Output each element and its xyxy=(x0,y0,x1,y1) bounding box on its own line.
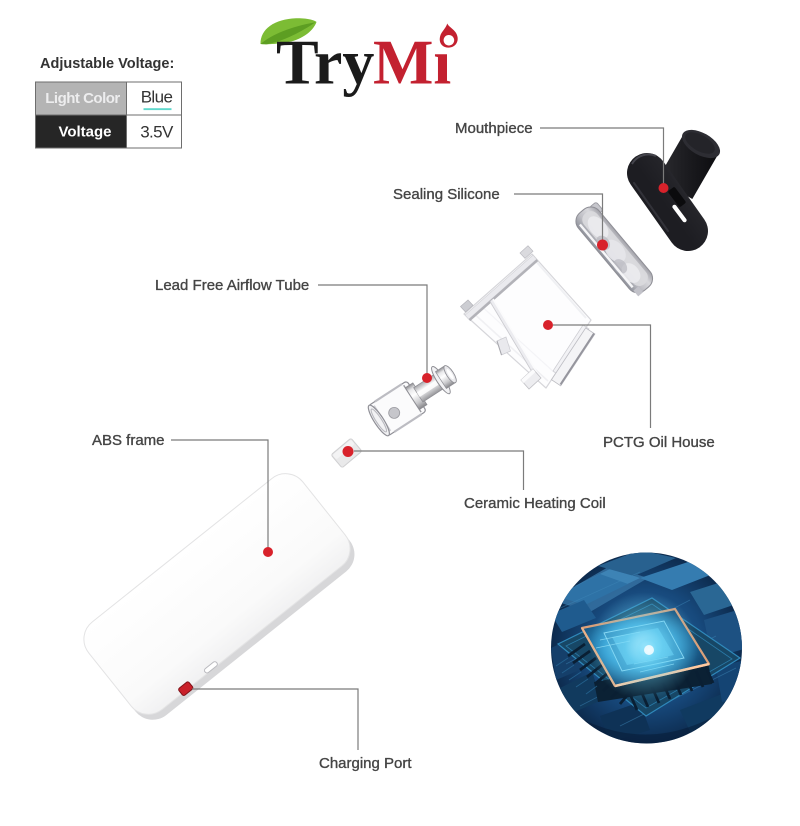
svg-text:Sealing Silicone: Sealing Silicone xyxy=(393,186,500,203)
svg-text:Try: Try xyxy=(276,27,374,98)
svg-text:Mouthpiece: Mouthpiece xyxy=(455,120,533,137)
svg-text:PCTG Oil House: PCTG Oil House xyxy=(603,434,715,451)
svg-text:Ceramic Heating Coil: Ceramic Heating Coil xyxy=(464,495,606,512)
svg-text:ABS frame: ABS frame xyxy=(92,432,165,449)
svg-text:Adjustable Voltage:: Adjustable Voltage: xyxy=(40,56,174,72)
svg-text:Mı: Mı xyxy=(373,27,451,98)
svg-text:Charging Port: Charging Port xyxy=(319,755,412,772)
svg-text:Blue: Blue xyxy=(141,88,173,107)
svg-text:3.5V: 3.5V xyxy=(140,123,174,142)
svg-text:Voltage: Voltage xyxy=(58,124,111,141)
svg-text:Light Color: Light Color xyxy=(45,90,120,107)
svg-text:Lead Free Airflow Tube: Lead Free Airflow Tube xyxy=(155,277,309,294)
